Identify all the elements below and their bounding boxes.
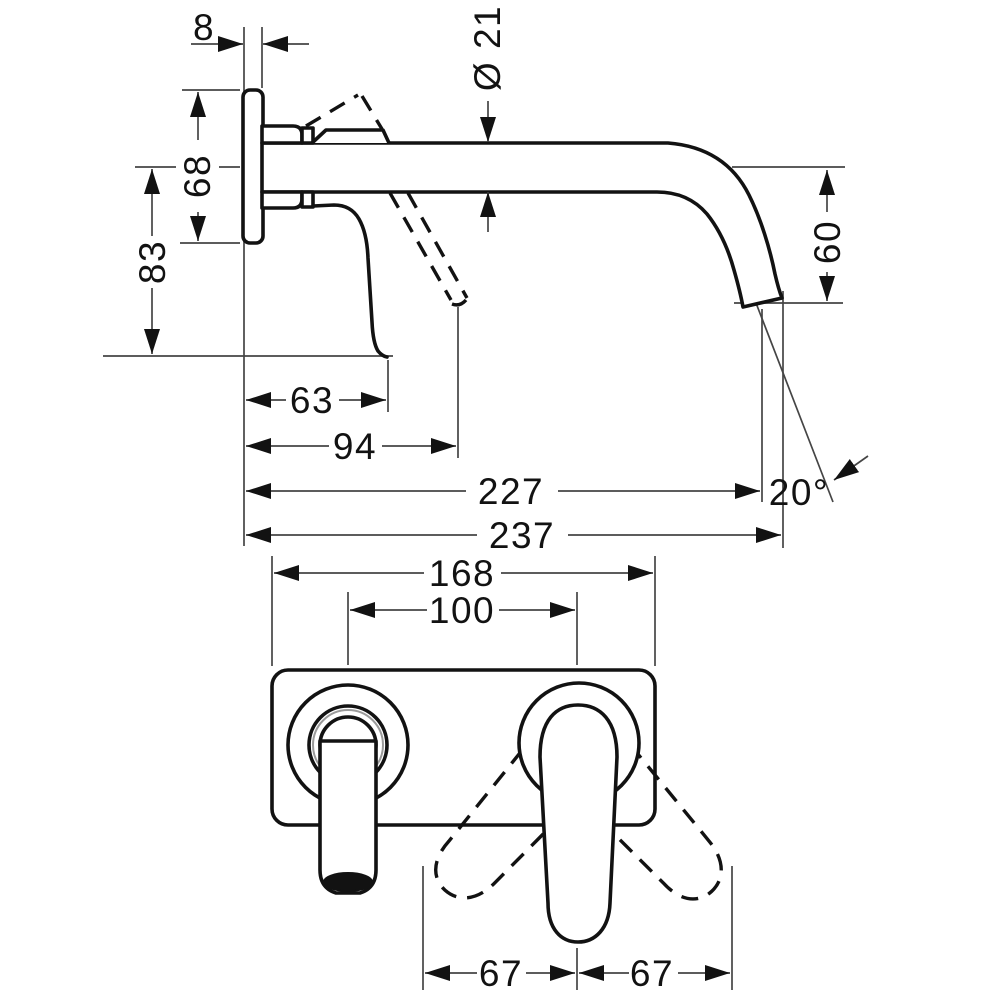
front-view [270, 668, 723, 944]
dim-wall-to-handle-open: 94 [246, 426, 456, 467]
dim-handle-swing-left: 67 [425, 953, 575, 994]
dim-axis-to-handle-tip: 83 [132, 169, 173, 354]
dim-label-wall-to-handle-closed: 63 [290, 380, 334, 421]
dim-spout-diameter: Ø 21 [467, 5, 508, 232]
dim-wall-to-outlet: 227 [246, 471, 760, 512]
dim-label-wall-to-handle-open: 94 [333, 426, 377, 467]
handle-open-position-dashed [305, 93, 469, 307]
dim-plate-height: 68 [177, 92, 218, 241]
dim-label-axis-to-handle-tip: 83 [132, 240, 173, 284]
side-view [241, 88, 784, 359]
handle-lever-front [538, 703, 619, 944]
dim-label-plate-width: 168 [429, 553, 495, 594]
angle-leader-line [833, 455, 869, 481]
dim-label-wall-to-outlet: 227 [478, 471, 544, 512]
angle-reference-line [755, 302, 834, 503]
dashed-handle-raised-edge1 [388, 192, 453, 301]
dashed-handle-raised-back [305, 93, 359, 128]
front-view-extension-lines [271, 556, 733, 990]
handle-side [311, 203, 389, 359]
dim-outlet-angle: 20° [769, 455, 869, 513]
dim-plate-thickness: 8 [191, 7, 309, 52]
dim-label-plate-thickness: 8 [193, 7, 215, 48]
spout-front [286, 683, 410, 895]
dim-label-total-projection: 237 [489, 515, 555, 556]
spout-tube-front [318, 739, 378, 895]
dim-label-hole-spacing: 100 [429, 590, 495, 631]
dashed-handle-raised-tip [451, 298, 468, 307]
dashed-handle-raised-top [360, 95, 384, 130]
lower-mount-collar [260, 190, 304, 210]
upper-mount-step [300, 126, 315, 145]
dim-label-handle-swing-right: 67 [630, 953, 674, 994]
dashed-handle-raised-edge2 [406, 192, 469, 299]
lower-mount-step [300, 190, 315, 209]
handle-top-ridge [310, 128, 391, 145]
dim-hole-spacing: 100 [350, 590, 575, 631]
dim-label-handle-swing-left: 67 [479, 953, 523, 994]
spout-side [260, 141, 784, 309]
upper-mount-collar [260, 124, 304, 145]
dim-label-plate-height: 68 [177, 154, 218, 198]
dim-wall-to-handle-closed: 63 [246, 380, 386, 421]
dim-label-outlet-angle: 20° [769, 472, 829, 513]
dim-outlet-drop: 60 [807, 170, 848, 301]
dim-handle-swing-right: 67 [579, 953, 730, 994]
handle-front [517, 681, 641, 944]
side-view-extension-lines [103, 27, 845, 548]
dim-label-spout-diameter: Ø 21 [467, 5, 508, 91]
dim-label-outlet-drop: 60 [807, 220, 848, 264]
wall-plate-side [241, 88, 265, 245]
dim-total-projection: 237 [246, 515, 781, 556]
dim-plate-width: 168 [274, 553, 653, 594]
spout-outlet-opening [323, 872, 373, 892]
